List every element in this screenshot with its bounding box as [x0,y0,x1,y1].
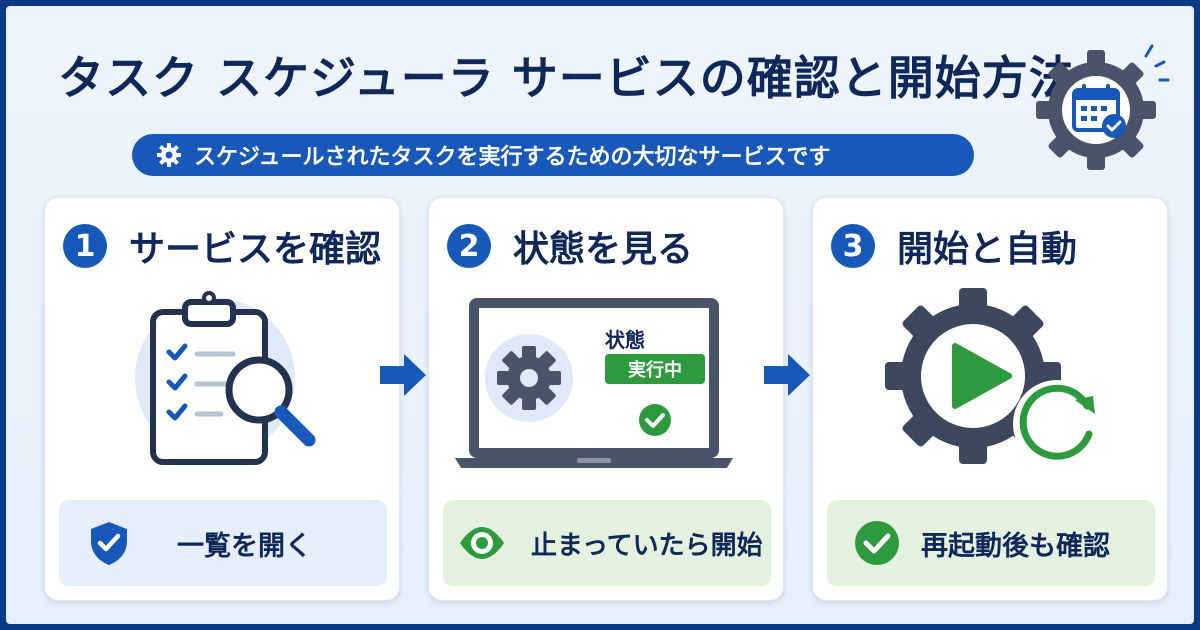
page-title: タスク スケジューラ サービスの確認と開始方法 [58,51,1076,105]
step-action-label-2: 止まっていたら開始 [531,530,763,561]
step-title-1: サービスを確認 [129,229,382,270]
step-action-label-3: 再起動後も確認 [921,530,1110,562]
step-number-2: 2 [447,224,491,268]
arrow-right-icon [764,354,810,396]
subtitle-banner: スケジュールされたタスクを実行するための大切なサービスです [132,134,974,176]
infographic-frame: タスク スケジューラ サービスの確認と開始方法 [6,6,1194,624]
step-card-3: 3 開始と自動 再起動後も確認 [812,197,1168,601]
step-card-2: 2 状態を見る [428,197,784,601]
arrow-right-icon [380,354,426,396]
step-title-2: 状態を見る [513,229,694,270]
status-badge: 実行中 [605,354,705,384]
laptop-gear-icon [455,298,733,468]
subtitle-text: スケジュールされたタスクを実行するための大切なサービスです [194,145,831,170]
step-number-1: 1 [63,224,107,268]
step-card-1: 1 サービスを確認 一覧 [44,197,400,601]
step-action-label-1: 一覧を開く [177,530,312,562]
gear-icon [157,143,181,167]
step-title-3: 開始と自動 [897,229,1078,270]
step-action-3: 再起動後も確認 [827,500,1155,586]
eye-icon [460,527,504,559]
gear-play-icon [885,288,1101,468]
screen-status-label: 状態 [605,328,645,352]
check-circle-icon [855,521,899,565]
step-action-2: 止まっていたら開始 [443,500,771,586]
shield-check-icon [91,522,127,565]
clipboard-search-icon [135,291,316,465]
step-action-1: 一覧を開く [59,500,387,586]
step-number-3: 3 [831,224,875,268]
gear-calendar-icon [1036,44,1170,170]
laptop-gear-illustration: 状態 実行中 [429,288,785,488]
